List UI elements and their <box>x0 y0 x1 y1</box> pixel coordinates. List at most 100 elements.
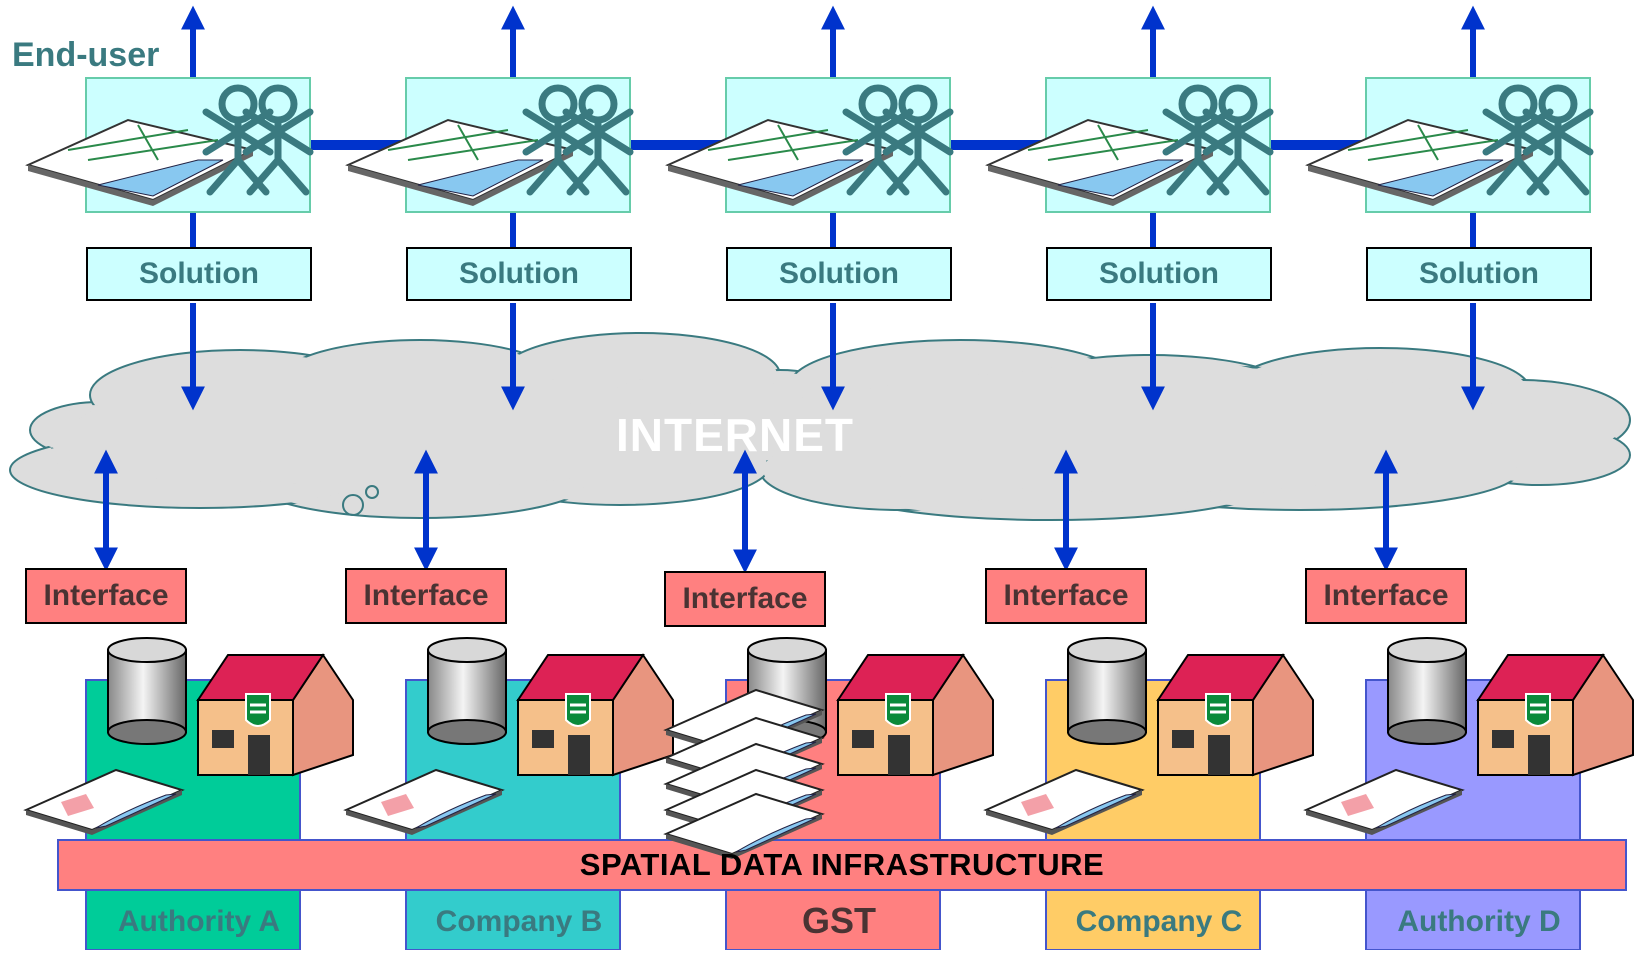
person-arm <box>562 108 634 156</box>
map-sheet-edge <box>348 150 573 206</box>
house-window <box>212 730 234 748</box>
shield-icon <box>1205 693 1231 727</box>
interface-box: Interface <box>25 568 187 624</box>
person-leg <box>1194 156 1230 196</box>
organization-label: Company C <box>1075 905 1243 938</box>
internet-label: INTERNET <box>616 409 854 461</box>
map-water <box>1375 793 1457 829</box>
interface-box: Interface <box>664 571 826 627</box>
person-leg <box>206 156 242 196</box>
solution-box: Solution <box>726 247 952 301</box>
solution-box: Solution <box>406 247 632 301</box>
house-window <box>532 730 554 748</box>
map-layer-edge <box>346 790 502 835</box>
database-top <box>427 637 507 663</box>
map-roads <box>67 124 219 161</box>
map-parcel <box>61 794 94 816</box>
database-bottom <box>107 719 187 745</box>
data-source <box>343 637 674 835</box>
end-user-box <box>665 77 954 213</box>
person-arm <box>242 108 314 156</box>
map-parcel <box>381 794 414 816</box>
sdi-bar <box>57 839 1627 891</box>
map-roads <box>1027 124 1179 161</box>
map-roads <box>1347 124 1499 161</box>
map-water <box>415 793 497 829</box>
interface-box: Interface <box>1305 568 1467 624</box>
person-leg <box>566 156 602 196</box>
person-leg <box>846 156 882 196</box>
data-source <box>983 637 1314 835</box>
database-top <box>1067 637 1147 663</box>
map-sheet-edge <box>668 150 893 206</box>
house-door <box>248 735 270 775</box>
end-user-box <box>25 77 314 213</box>
person-leg <box>1526 156 1562 196</box>
map-layer-edge <box>1306 790 1462 835</box>
solution-box: Solution <box>1366 247 1592 301</box>
end-user-box <box>985 77 1274 213</box>
person-leg <box>1206 156 1242 196</box>
database-top <box>1387 637 1467 663</box>
database-bottom <box>1067 719 1147 745</box>
map-water <box>97 159 224 197</box>
person-leg <box>886 156 922 196</box>
end-user-label: End-user <box>12 36 160 74</box>
person-leg <box>246 156 282 196</box>
solution-box: Solution <box>1046 247 1272 301</box>
map-water <box>737 159 864 197</box>
map-water <box>1057 159 1184 197</box>
database-top <box>107 637 187 663</box>
house-door <box>888 735 910 775</box>
map-water <box>1055 793 1137 829</box>
cloud-fill <box>773 368 1527 492</box>
person-leg <box>874 156 910 196</box>
map-sheet-edge <box>1308 150 1533 206</box>
house-door <box>1208 735 1230 775</box>
person-leg <box>1554 156 1590 196</box>
data-source <box>1303 637 1634 835</box>
interface-box: Interface <box>345 568 507 624</box>
cloud-tail-bubble <box>365 485 379 499</box>
person-leg <box>234 156 270 196</box>
map-layer-edge <box>986 790 1142 835</box>
map-roads <box>387 124 539 161</box>
map-roads <box>707 124 859 161</box>
organization-label: Company B <box>435 905 603 938</box>
map-parcel <box>1021 794 1054 816</box>
end-user-box <box>1305 77 1594 213</box>
person-icon <box>1482 84 1554 196</box>
person-icon <box>242 84 314 196</box>
person-leg <box>1486 156 1522 196</box>
house-window <box>1492 730 1514 748</box>
organization-label: GST <box>801 900 876 941</box>
person-arm <box>1522 108 1594 156</box>
person-arm <box>882 108 954 156</box>
map-parcel <box>1341 794 1374 816</box>
database-top <box>747 637 827 663</box>
person-icon <box>1202 84 1274 196</box>
cloud-fill <box>73 373 727 487</box>
map-layer-edge <box>666 814 822 859</box>
organization-label: Authority A <box>117 905 281 938</box>
house-window <box>852 730 874 748</box>
cloud-tail-bubble <box>342 494 364 516</box>
map-water <box>735 817 817 853</box>
organization-label: Authority D <box>1397 905 1561 938</box>
person-leg <box>274 156 310 196</box>
person-leg <box>1514 156 1550 196</box>
person-leg <box>1166 156 1202 196</box>
person-leg <box>554 156 590 196</box>
database-icon <box>1067 649 1147 733</box>
person-arm <box>1202 108 1274 156</box>
person-leg <box>526 156 562 196</box>
internet-cloud <box>9 332 1631 521</box>
shield-icon <box>565 693 591 727</box>
shield-icon <box>245 693 271 727</box>
shield-icon <box>885 693 911 727</box>
database-bottom <box>1387 719 1467 745</box>
shield-icon <box>1525 693 1551 727</box>
map-water <box>95 793 177 829</box>
